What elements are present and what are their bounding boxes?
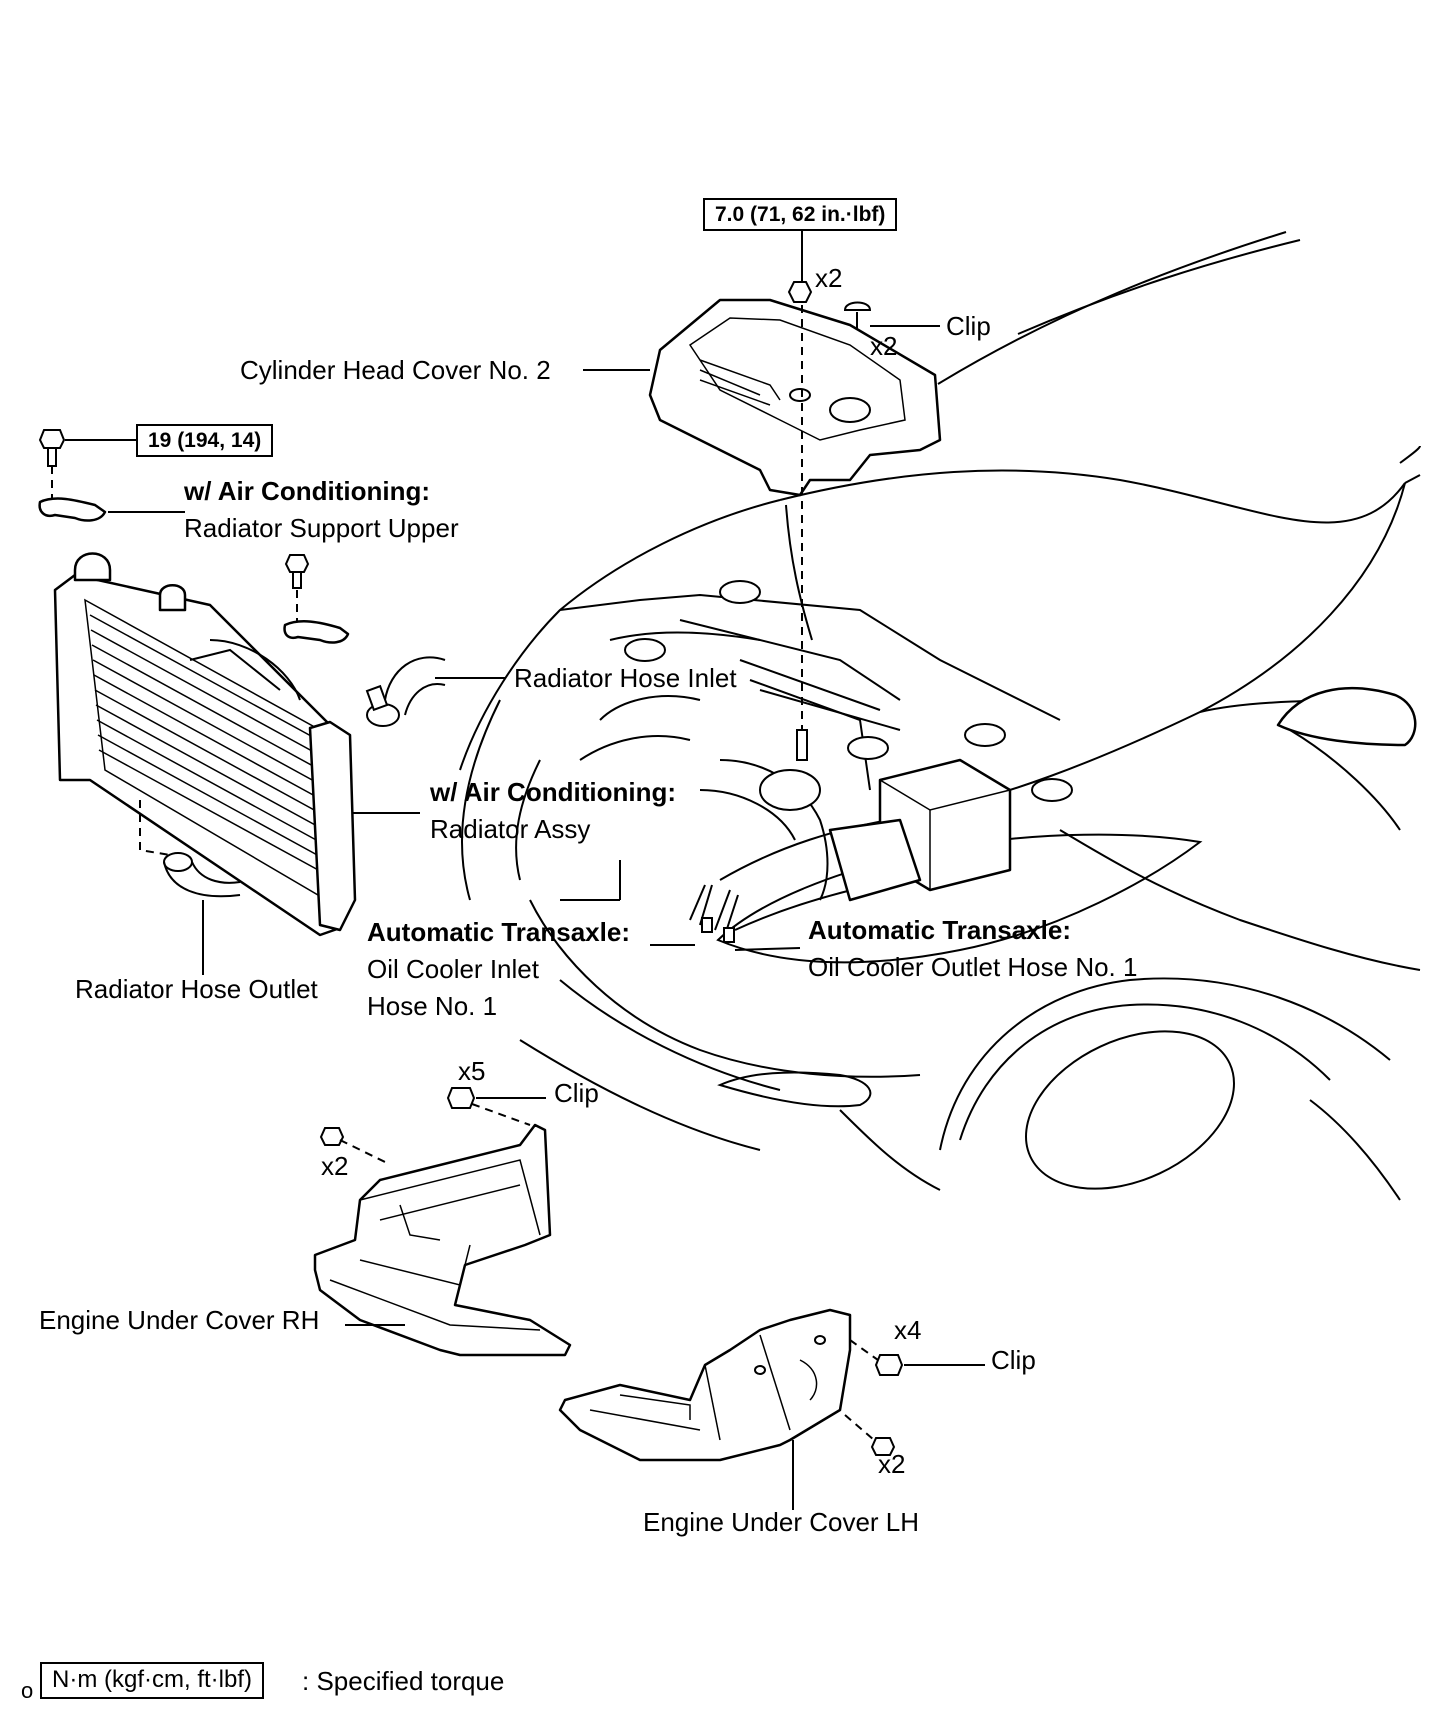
engine-under-cover-rh-art <box>313 1123 572 1357</box>
rh-bolt-x2 <box>319 1127 345 1146</box>
oil-cooler-inlet-label-line2: Hose No. 1 <box>367 991 498 1021</box>
radiator-hose-inlet-art <box>365 656 446 727</box>
qty-x2-under-cover-lh-bolt: x2 <box>878 1449 906 1479</box>
lh-bolt-x2 <box>870 1437 896 1456</box>
legend-text: : Specified torque <box>302 1666 505 1696</box>
cylinder-head-cover-art <box>648 298 942 497</box>
radiator-assy-label: Radiator Assy <box>430 814 591 844</box>
oil-cooler-outlet-label: Oil Cooler Outlet Hose No. 1 <box>808 952 1138 982</box>
qty-x2-under-cover-rh-bolt: x2 <box>321 1151 349 1181</box>
ac-condition-label-radiator: w/ Air Conditioning: <box>430 777 676 807</box>
oil-cooler-inlet-label-line1: Oil Cooler Inlet <box>367 954 539 984</box>
head-cover-bolt <box>787 281 813 303</box>
cylinder-head-cover-label: Cylinder Head Cover No. 2 <box>240 355 551 385</box>
automatic-transaxle-label-outlet: Automatic Transaxle: <box>808 915 1071 945</box>
radiator-core-fins <box>89 614 332 878</box>
torque-box-support: 19 (194, 14) <box>136 424 274 458</box>
qty-x2-head-cover-clip: x2 <box>870 331 898 361</box>
qty-x2-head-cover-bolt: x2 <box>815 263 843 293</box>
radiator-art <box>53 552 357 937</box>
radiator-hose-outlet-art <box>163 852 241 898</box>
radiator-support-upper-label: Radiator Support Upper <box>184 513 459 543</box>
rh-clip-x5 <box>446 1087 476 1109</box>
clip-label-under-cover-lh: Clip <box>991 1345 1036 1375</box>
legend-torque-box: N·m (kgf·cm, ft·lbf) <box>40 1662 264 1699</box>
clip-label-head-cover: Clip <box>946 311 991 341</box>
automatic-transaxle-label-inlet: Automatic Transaxle: <box>367 917 630 947</box>
legend-prefix: o <box>21 1678 34 1703</box>
qty-x4-clip: x4 <box>894 1315 922 1345</box>
engine-under-cover-lh-label: Engine Under Cover LH <box>643 1507 920 1537</box>
qty-x5-clip: x5 <box>458 1056 486 1086</box>
ac-condition-label-support: w/ Air Conditioning: <box>184 476 430 506</box>
radiator-hose-outlet-label: Radiator Hose Outlet <box>75 974 318 1004</box>
torque-box-head-cover: 7.0 (71, 62 in.·lbf) <box>703 198 898 232</box>
engine-bay <box>559 580 1073 902</box>
head-cover-clip <box>843 301 872 330</box>
vehicle-outline <box>459 231 1421 1201</box>
support-bolt-upper <box>38 429 66 467</box>
oil-cooler-hoses-art <box>689 884 739 943</box>
engine-under-cover-rh-label: Engine Under Cover RH <box>39 1305 320 1335</box>
support-bolt-second <box>284 554 310 589</box>
engine-under-cover-lh-art <box>558 1308 852 1462</box>
lh-clip-x4 <box>874 1354 904 1376</box>
clip-label-under-cover-rh: Clip <box>554 1078 599 1108</box>
radiator-hose-inlet-label: Radiator Hose Inlet <box>514 663 737 693</box>
